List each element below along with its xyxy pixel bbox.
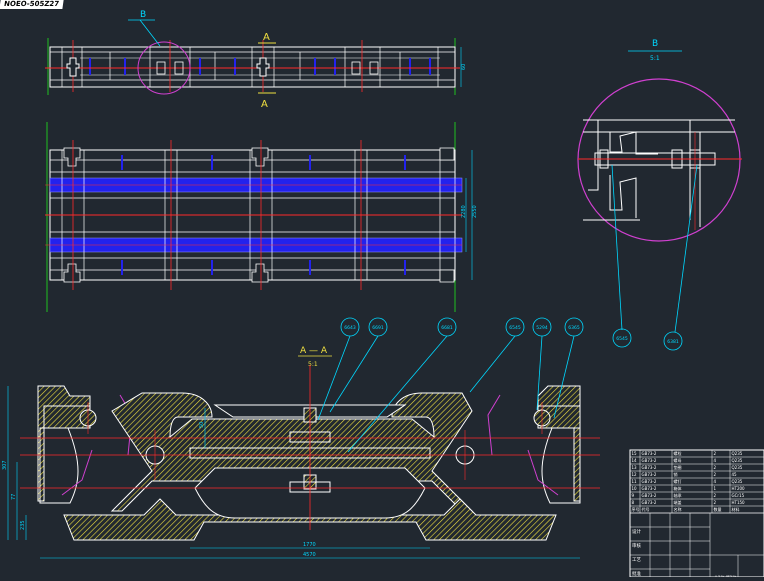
parts-list-cell: 轴承 — [674, 492, 682, 498]
parts-list-cell: 端盖 — [674, 499, 682, 505]
parts-list-cell: 15 — [632, 451, 638, 456]
parts-list-cell: HT150 — [732, 500, 746, 505]
parts-list-cell: HT200 — [732, 486, 746, 491]
balloon-label: 5294 — [536, 325, 548, 331]
detail-b-label: B — [140, 10, 146, 20]
detail-b-scale: 5:1 — [650, 55, 660, 62]
parts-list-cell: 2 — [714, 472, 717, 477]
parts-list-cell: Q235 — [732, 479, 743, 484]
balloon-label: 6545 — [509, 325, 521, 331]
parts-list-cell: 螺栓 — [674, 450, 682, 456]
parts-list-cell: 2 — [714, 500, 717, 505]
balloon-label: 6643 — [344, 325, 356, 331]
section-aa-view: A — A 5:1 — [2, 317, 600, 559]
parts-list-cell: 12 — [632, 472, 638, 477]
parts-list-header: 序号 — [632, 506, 640, 512]
parts-list-cell: GB73-2 — [642, 451, 657, 456]
part-balloon: 6643 — [340, 317, 360, 337]
parts-list-cell: GB73-2 — [642, 500, 657, 505]
parts-list-cell: 2 — [714, 451, 717, 456]
parts-list-cell: 10 — [632, 486, 638, 491]
dim-sec-center-h: 50 — [199, 422, 205, 428]
parts-list-cell: 2 — [714, 465, 717, 470]
parts-list-cell: 13 — [632, 465, 638, 470]
parts-list-cell: GB73-2 — [642, 465, 657, 470]
parts-list-cell: 1 — [714, 486, 717, 491]
title-block-role: 审核 — [632, 542, 641, 549]
part-balloon: 6691 — [368, 317, 388, 337]
parts-list-cell: 螺钉 — [674, 478, 682, 484]
balloon-label: 6691 — [372, 325, 384, 331]
detail-b-title: B — [652, 39, 658, 49]
section-a-label: A — [263, 32, 270, 43]
parts-list-cell: Q235 — [732, 465, 743, 470]
parts-list-cell: 8 — [632, 500, 635, 505]
parts-list-header: 材料 — [732, 506, 740, 512]
parts-list-header: 代号 — [642, 506, 650, 512]
parts-list-cell: GB73-2 — [642, 458, 657, 463]
parts-list-cell: 2 — [714, 493, 717, 498]
section-a-label-lower: A — [261, 99, 268, 110]
dim-mid-inner: 2280 — [461, 205, 467, 218]
parts-list-cell: Q235 — [732, 458, 743, 463]
section-aa-scale: 5:1 — [308, 361, 318, 368]
title-block-role: 工艺 — [632, 557, 641, 563]
part-balloon: 5294 — [532, 317, 552, 337]
balloon-label: 6365 — [568, 325, 580, 331]
dim-sec-inner-width: 1770 — [303, 542, 316, 548]
parts-list-cell: 9 — [632, 493, 635, 498]
parts-list-cell: 45 — [732, 472, 738, 477]
dim-top-height: 60 — [461, 64, 467, 70]
detail-balloon-1: 6545 — [616, 336, 628, 342]
drawing-tab-label[interactable]: NOEO-505Z27 — [0, 0, 64, 9]
top-plan-view: B A A 60 — [45, 10, 467, 110]
parts-list-cell: GB73-2 — [642, 486, 657, 491]
parts-list-cell: GB73-2 — [642, 493, 657, 498]
part-balloons: 6643 6691 6681 6545 5294 6365 — [340, 317, 584, 337]
parts-list-cell: Q235 — [732, 451, 743, 456]
parts-list-cell: GB73-2 — [642, 479, 657, 484]
middle-plan-view: 2280 2550 — [45, 122, 478, 312]
part-balloon: 6681 — [437, 317, 457, 337]
dim-sec-left-mid: 77 — [11, 494, 17, 500]
section-aa-title: A — A — [300, 346, 328, 356]
parts-list-header: 名称 — [674, 506, 682, 512]
parts-list-cell: 4 — [714, 479, 717, 484]
part-balloon: 6365 — [564, 317, 584, 337]
detail-balloon-2: 6381 — [667, 339, 679, 345]
balloon-label: 6681 — [441, 325, 453, 331]
title-block-role: 设计 — [632, 528, 641, 535]
dim-sec-left-total: 307 — [2, 460, 8, 470]
parts-list-header: 数量 — [714, 506, 722, 512]
parts-list-cell: 14 — [632, 458, 638, 463]
dim-sec-total-width: 4570 — [303, 552, 316, 558]
part-balloon: 6545 — [505, 317, 525, 337]
dim-sec-left-low: 235 — [20, 520, 26, 530]
detail-b-view: B 5:1 6545 6381 — [577, 39, 742, 351]
parts-list-cell: 销 — [674, 471, 678, 477]
parts-list-cell: 垫圈 — [674, 464, 682, 470]
parts-list-cell: 箱体 — [674, 485, 682, 491]
parts-list-cell: GCr15 — [732, 493, 745, 498]
parts-list-cell: 螺母 — [674, 457, 682, 463]
title-block-role: 批准 — [632, 570, 641, 577]
parts-list-cell: GB73-2 — [642, 472, 657, 477]
dim-mid-outer: 2550 — [472, 205, 478, 218]
parts-list-cell: 4 — [714, 458, 717, 463]
parts-list-cell: 11 — [632, 479, 638, 484]
